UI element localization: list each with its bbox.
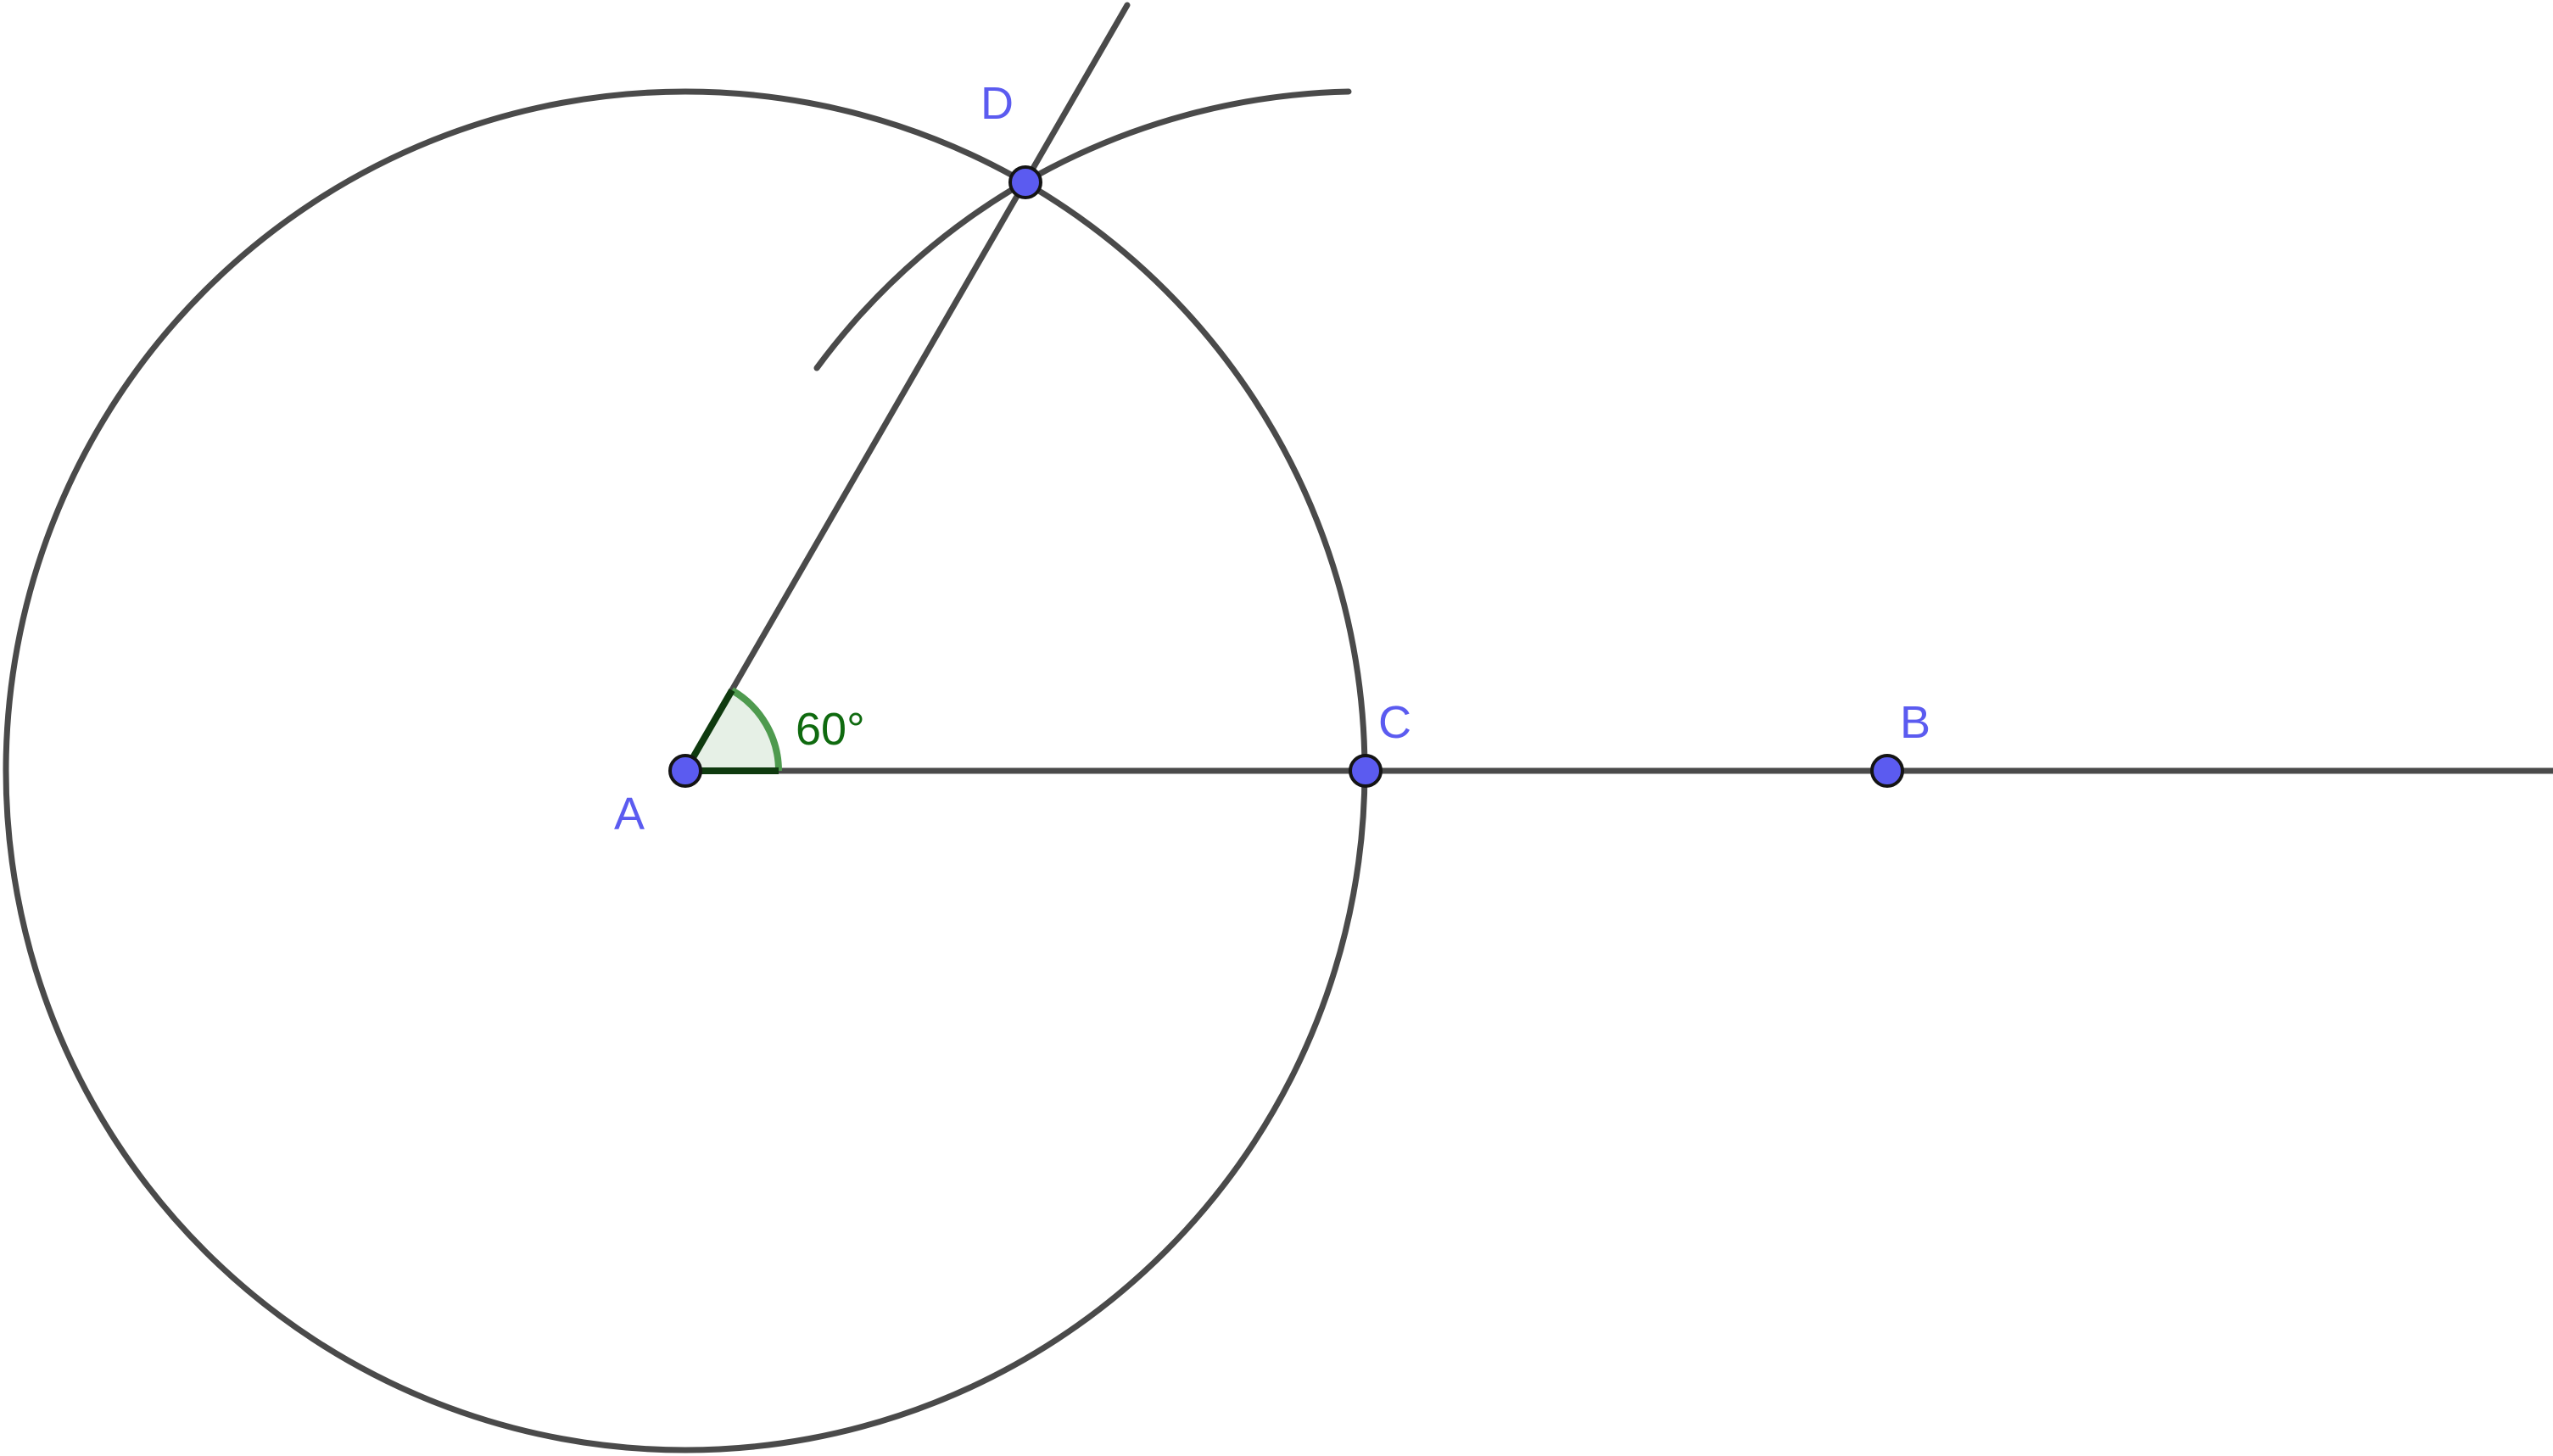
- point-c[interactable]: [1349, 754, 1383, 788]
- point-label-c: C: [1378, 697, 1411, 748]
- point-d[interactable]: [1008, 165, 1042, 199]
- angle-marker-cad: [682, 687, 782, 774]
- ray-a-d[interactable]: [682, 2, 1131, 774]
- point-b[interactable]: [1870, 754, 1904, 788]
- point-label-b: B: [1900, 697, 1930, 748]
- angle-sector: [685, 690, 779, 771]
- point-a[interactable]: [668, 754, 702, 788]
- angle-arc: [729, 687, 782, 772]
- angle-label: 60°: [796, 704, 865, 755]
- point-label-d: D: [980, 78, 1014, 129]
- compass-arc-center-c[interactable]: [813, 88, 1352, 371]
- point-label-a: A: [614, 789, 645, 840]
